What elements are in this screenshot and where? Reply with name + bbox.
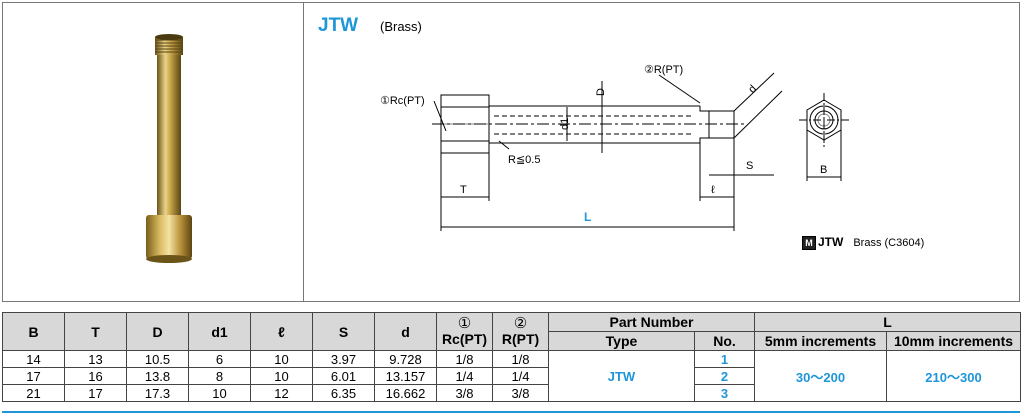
cell-r: 3/8 (492, 384, 549, 402)
product-photo-panel (3, 3, 304, 301)
header-L: L (754, 312, 1021, 332)
cell-d1: 10 (188, 384, 251, 402)
label-L: L (584, 210, 591, 224)
cell-S: 3.97 (312, 350, 375, 368)
product-frame: JTW (Brass) (2, 2, 1020, 302)
cell-D: 17.3 (126, 384, 189, 402)
cell-S: 6.35 (312, 384, 375, 402)
cell-T: 13 (64, 350, 127, 368)
cell-T: 17 (64, 384, 127, 402)
cell-ell: 10 (250, 350, 313, 368)
header-r-number: ② (513, 315, 528, 332)
label-D: D (595, 88, 607, 96)
material-subtitle: (Brass) (380, 19, 422, 34)
header-ell: ℓ (250, 312, 313, 351)
label-B: B (820, 164, 827, 176)
header-S: S (312, 312, 375, 351)
material-code: JTW (818, 235, 844, 249)
cell-rc: 1/8 (436, 350, 493, 368)
cell-S: 6.01 (312, 367, 375, 385)
cell-r: 1/8 (492, 350, 549, 368)
cell-B: 14 (2, 350, 65, 368)
cell-r: 1/4 (492, 367, 549, 385)
table-row: 14 13 10.5 6 10 3.97 9.728 1/8 1/8 JTW 1… (2, 350, 1021, 402)
header-d: d (374, 312, 437, 351)
cell-range-10mm: 210～300 (886, 350, 1021, 402)
product-photo (146, 34, 192, 263)
table-row: 17 16 13.8 8 10 6.01 13.157 1/4 1/4 2 (2, 367, 1021, 385)
header-r-label: R(PT) (501, 331, 540, 347)
header-T: T (64, 312, 127, 351)
cell-T: 16 (64, 367, 127, 385)
cell-rc: 3/8 (436, 384, 493, 402)
header-10mm-increments: 10mm increments (886, 331, 1021, 351)
cell-rc: 1/4 (436, 367, 493, 385)
label-ell: ℓ (711, 184, 715, 196)
cell-B: 17 (2, 367, 65, 385)
cell-type: JTW (548, 350, 695, 402)
material-badge: M (802, 236, 816, 251)
cell-d: 9.728 (374, 350, 437, 368)
cell-no: 2 (694, 367, 755, 385)
label-T: T (460, 184, 467, 196)
label-radius: R≦0.5 (508, 154, 540, 166)
cell-D: 13.8 (126, 367, 189, 385)
footer-rule (2, 411, 1020, 413)
technical-drawing-panel: JTW (Brass) (304, 3, 1019, 301)
cell-range-5mm: 30～200 (754, 350, 887, 402)
header-no: No. (694, 331, 755, 351)
label-d1: d1 (559, 118, 571, 130)
header-d1: d1 (188, 312, 251, 351)
header-rc-number: ① (457, 315, 472, 332)
cell-no: 1 (694, 350, 755, 368)
header-part-number: Part Number (548, 312, 755, 332)
table-row: 21 17 17.3 10 12 6.35 16.662 3/8 3/8 3 (2, 384, 1021, 402)
cell-d: 16.662 (374, 384, 437, 402)
cell-no: 3 (694, 384, 755, 402)
label-r-pt: ②R(PT) (644, 64, 683, 76)
cell-ell: 10 (250, 367, 313, 385)
product-code-title: JTW (318, 15, 359, 36)
label-S: S (746, 160, 753, 172)
cell-d1: 6 (188, 350, 251, 368)
header-B: B (2, 312, 65, 351)
cell-D: 10.5 (126, 350, 189, 368)
header-D: D (126, 312, 189, 351)
material-text: Brass (C3604) (853, 237, 925, 249)
header-rc-label: Rc(PT) (441, 331, 488, 347)
cell-B: 21 (2, 384, 65, 402)
cell-d1: 8 (188, 367, 251, 385)
label-rc-pt: ①Rc(PT) (380, 95, 425, 107)
dimension-drawing: ①Rc(PT) ②R(PT) D d1 d R≦0.5 S B T ℓ L (380, 64, 849, 231)
cell-ell: 12 (250, 384, 313, 402)
header-type: Type (548, 331, 695, 351)
cell-d: 13.157 (374, 367, 437, 385)
header-5mm-increments: 5mm increments (754, 331, 887, 351)
